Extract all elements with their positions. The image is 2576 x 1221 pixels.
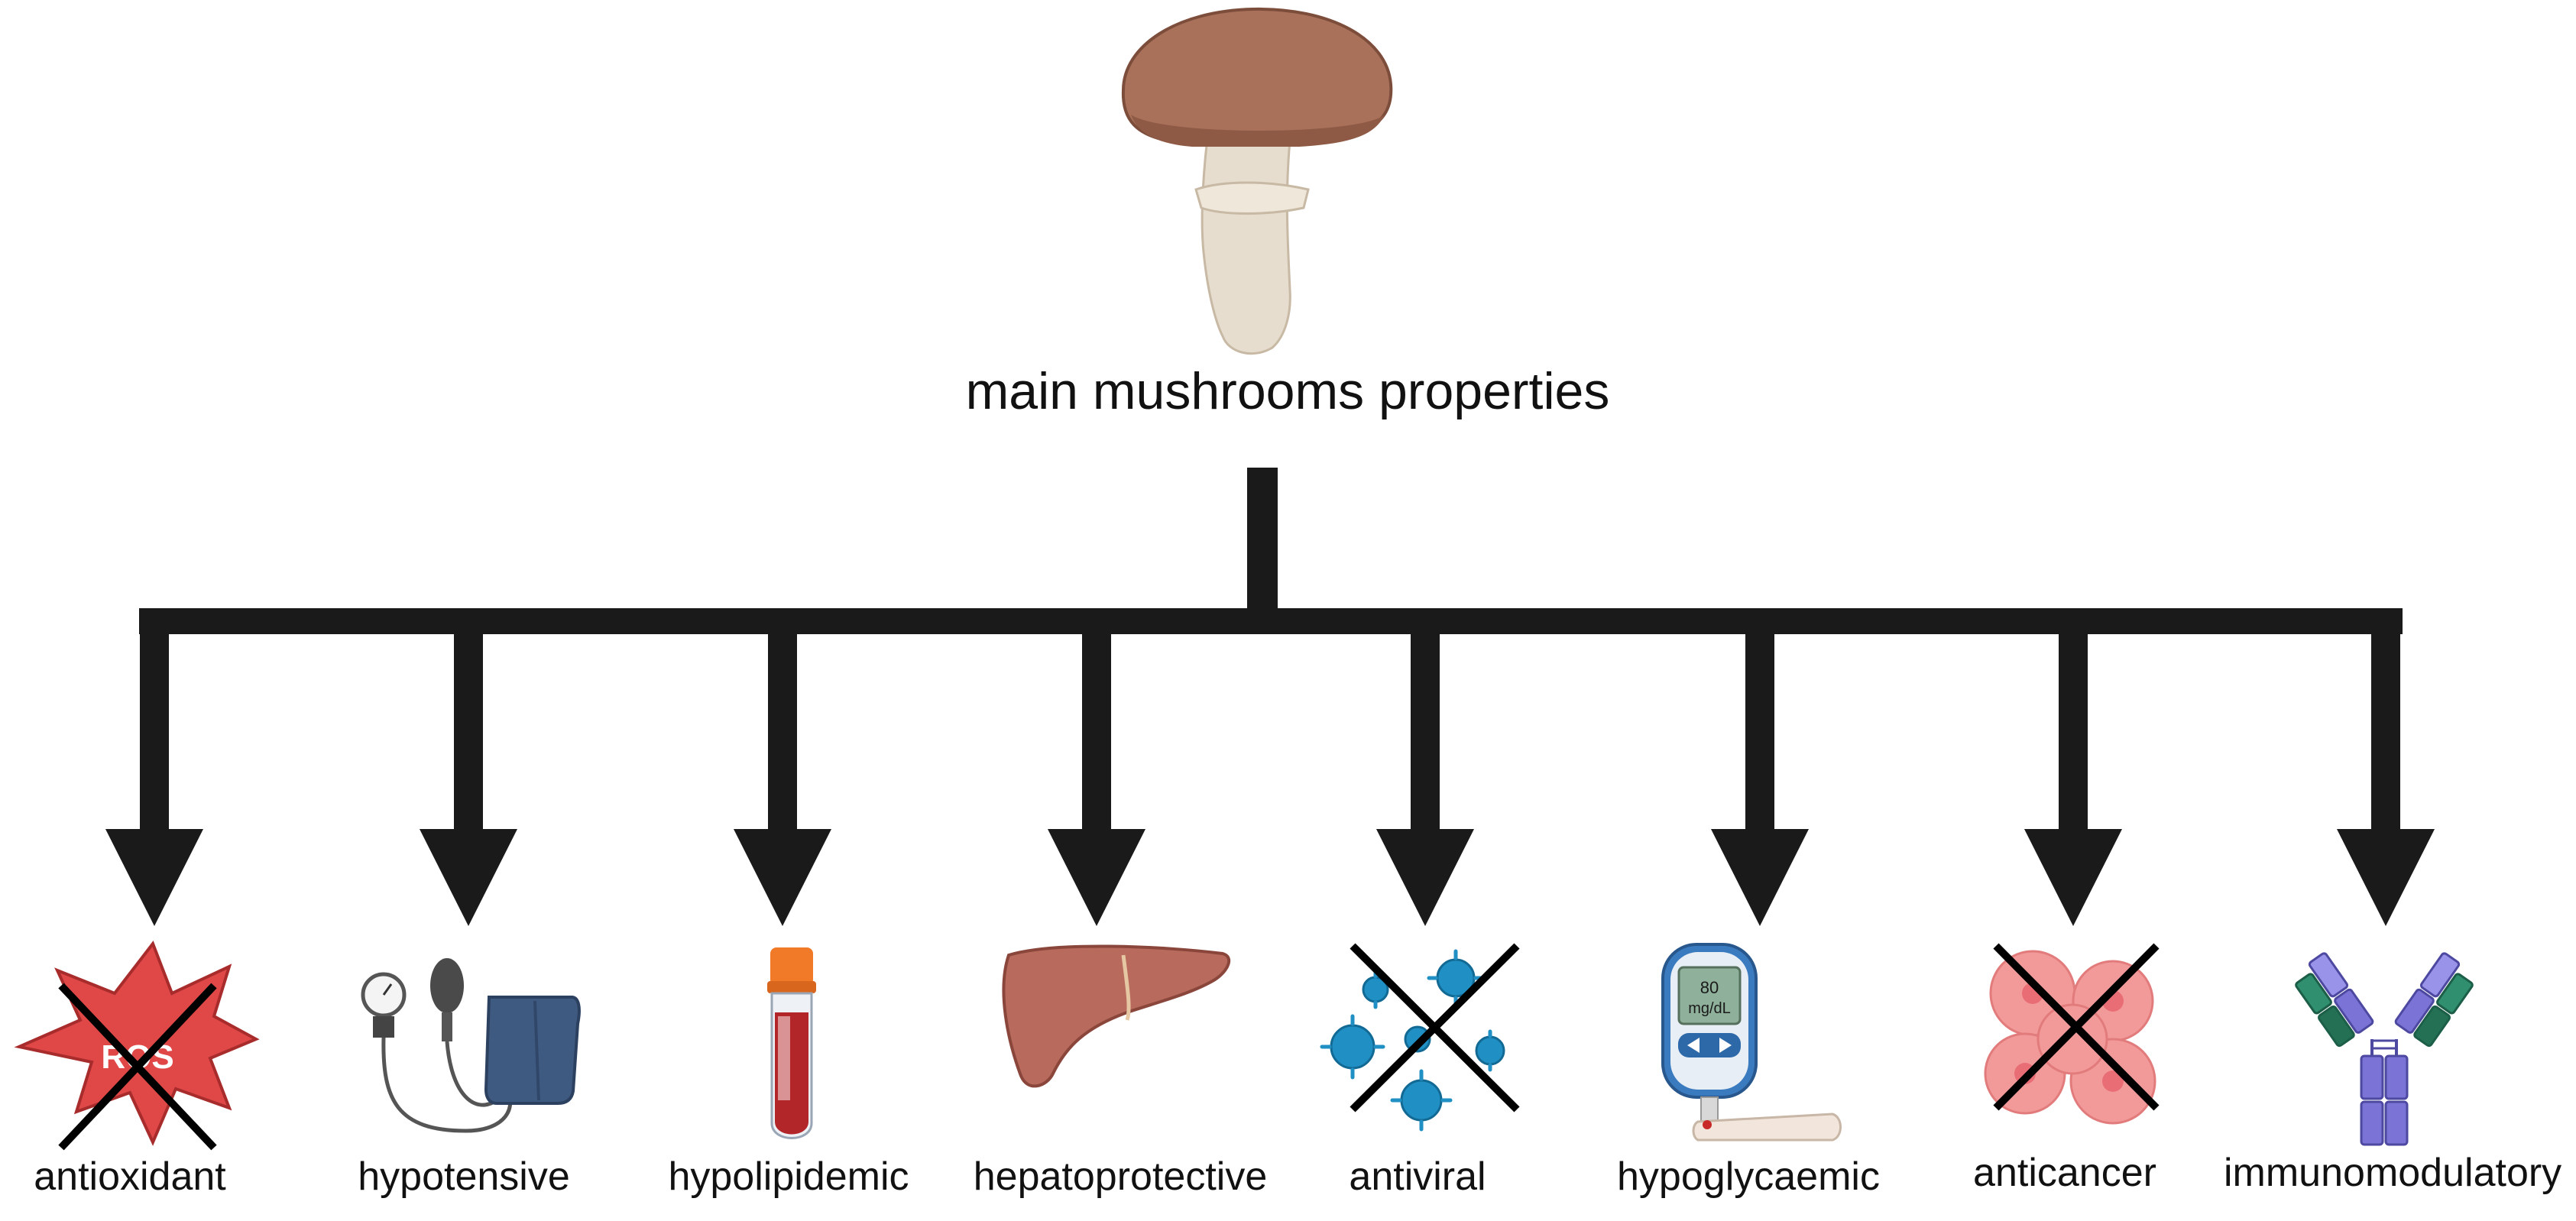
arrow-head-4: [1048, 829, 1145, 926]
arrow-head-8: [2337, 829, 2435, 926]
label-hypotensive: hypotensive: [358, 1155, 570, 1199]
glucometer-value: 80: [1700, 978, 1719, 997]
arrow-head-6: [1711, 829, 1809, 926]
glucometer-icon: 80 mg/dL: [1661, 943, 1842, 1142]
label-antiviral: antiviral: [1349, 1155, 1486, 1199]
label-hypoglycaemic: hypoglycaemic: [1617, 1155, 1880, 1199]
label-hypolipidemic: hypolipidemic: [668, 1155, 909, 1199]
cross-line: [1350, 943, 1520, 1113]
arrow-shaft-7: [2059, 611, 2088, 833]
mushroom-icon: [1121, 7, 1393, 355]
arrow-shaft-4: [1082, 611, 1111, 833]
arrow-shaft-2: [454, 611, 483, 833]
diagram-title: main mushrooms properties: [966, 362, 1610, 420]
label-hepatoprotective: hepatoprotective: [973, 1155, 1268, 1199]
glucometer-unit: mg/dL: [1688, 1000, 1731, 1017]
arrow-head-1: [105, 829, 203, 926]
label-immunomodulatory: immunomodulatory: [2224, 1151, 2562, 1195]
arrow-head-7: [2024, 829, 2122, 926]
arrow-shaft-1: [140, 611, 169, 833]
blood-pressure-cuff-icon: [361, 958, 581, 1133]
cross-line: [58, 983, 217, 1151]
arrow-head-2: [420, 829, 517, 926]
blood-test-tube-icon: [767, 947, 816, 1139]
cancer-cell-crossed-icon: [1984, 943, 2160, 1125]
label-antioxidant: antioxidant: [34, 1155, 226, 1199]
label-anticancer: anticancer: [1973, 1151, 2156, 1195]
arrow-head-3: [734, 829, 831, 926]
connector-tree: [105, 468, 2435, 926]
antibody-icon: [2295, 952, 2474, 1146]
arrow-shaft-3: [768, 611, 797, 833]
virus-crossed-icon: [1320, 943, 1520, 1132]
arrow-head-5: [1376, 829, 1474, 926]
trunk-line: [1247, 468, 1278, 613]
arrow-shaft-8: [2371, 611, 2400, 833]
arrow-shaft-6: [1745, 611, 1774, 833]
horizontal-bar: [139, 608, 2403, 634]
arrow-shaft-5: [1411, 611, 1440, 833]
ros-crossed-icon: ROS: [14, 940, 260, 1151]
liver-icon: [1002, 944, 1231, 1088]
cross-line: [1993, 943, 2160, 1111]
